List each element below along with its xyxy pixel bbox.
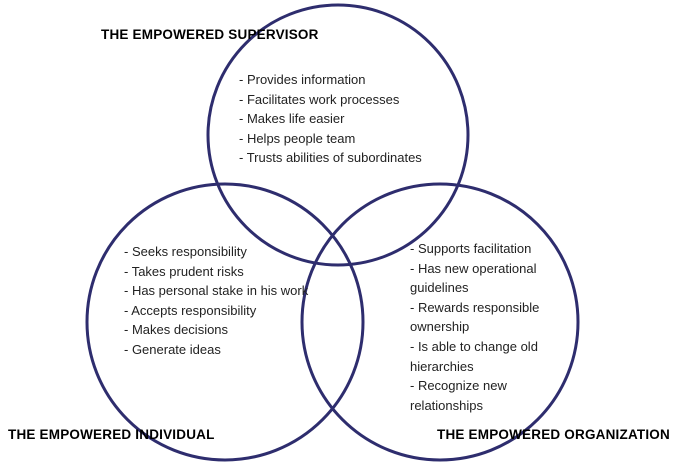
- supervisor-title: THE EMPOWERED SUPERVISOR: [101, 27, 319, 42]
- organization-circle: [300, 182, 580, 462]
- supervisor-list: - Provides information - Facilitates wor…: [239, 70, 464, 168]
- list-item: - Makes life easier: [239, 111, 345, 127]
- list-item: - Rewards responsible ownership: [410, 299, 540, 335]
- list-item: - Trusts abilities of subordinates: [239, 150, 422, 166]
- list-item: - Supports facilitation: [410, 241, 532, 256]
- list-item: - Facilitates work processes: [239, 91, 400, 107]
- list-item: - Has new operational guidelines: [410, 260, 537, 296]
- list-item: - Recognize new relationships: [410, 378, 507, 413]
- individual-circle: [85, 182, 365, 462]
- list-item: - Has personal stake in his work: [124, 283, 309, 299]
- individual-title: THE EMPOWERED INDIVIDUAL: [8, 427, 215, 442]
- individual-list: - Seeks responsibility - Takes prudent r…: [124, 242, 314, 360]
- list-item: - Generate ideas: [124, 341, 221, 357]
- list-item: - Is able to change old hierarchies: [410, 338, 538, 374]
- organization-title: THE EMPOWERED ORGANIZATION: [437, 427, 670, 442]
- list-item: - Provides information: [239, 72, 366, 87]
- list-item: - Makes decisions: [124, 322, 229, 338]
- supervisor-circle: [206, 3, 470, 267]
- list-item: - Seeks responsibility: [124, 244, 247, 259]
- list-item: - Takes prudent risks: [124, 263, 244, 279]
- list-item: - Helps people team: [239, 130, 356, 146]
- organization-list: - Supports facilitation - Has new operat…: [410, 239, 575, 415]
- list-item: - Accepts responsibility: [124, 302, 257, 318]
